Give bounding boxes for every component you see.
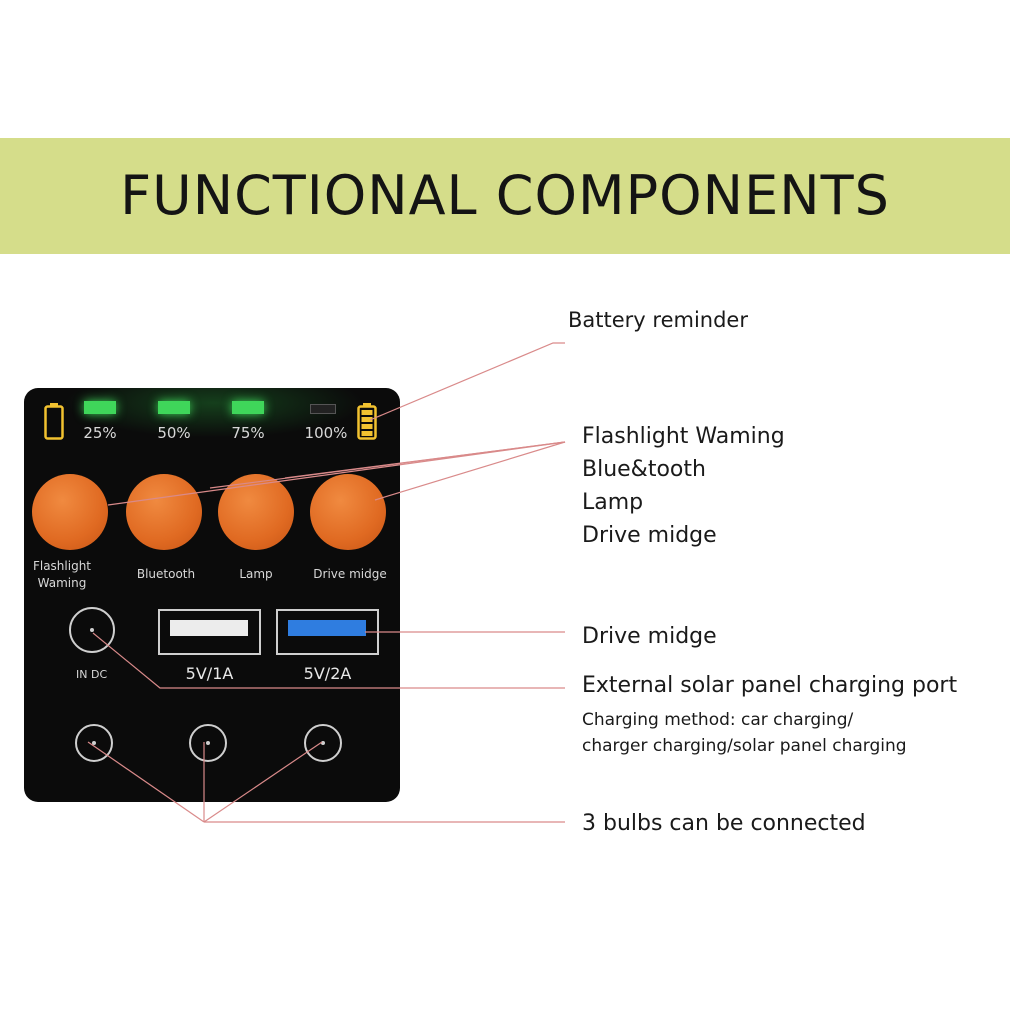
charging-method-line-2: charger charging/solar panel charging [582,736,907,756]
usb-port-1a[interactable] [158,609,261,655]
battery-full-icon [357,403,377,440]
flashlight-button-label: Flashlight Waming [32,559,92,590]
battery-pct-100: 100% [304,424,348,442]
usb-port-2a[interactable] [276,609,379,655]
function-label-drive-midge: Drive midge [582,523,717,548]
led-25 [84,401,116,414]
drive-midge-button-label: Drive midge [313,567,387,581]
usb-2a-label: 5V/2A [303,664,352,683]
usb-annotation: Drive midge [582,624,717,649]
led-100 [310,404,336,414]
bulbs-annotation: 3 bulbs can be connected [582,811,866,836]
dc-input-port[interactable] [69,607,115,653]
led-50 [158,401,190,414]
battery-reminder-label: Battery reminder [568,308,748,332]
battery-pct-25: 25% [83,424,117,442]
function-label-lamp: Lamp [582,490,644,515]
bulb-port-2[interactable] [189,724,227,762]
flashlight-button[interactable] [32,474,108,550]
bulb-port-3[interactable] [304,724,342,762]
page-title: FUNCTIONAL COMPONENTS [120,164,890,227]
drive-midge-button[interactable] [310,474,386,550]
usb-1a-label: 5V/1A [185,664,234,683]
battery-empty-icon [44,403,64,440]
battery-pct-50: 50% [157,424,191,442]
battery-pct-75: 75% [231,424,265,442]
lamp-button-label: Lamp [239,567,273,581]
bluetooth-button-label: Bluetooth [136,567,196,581]
solar-port-annotation: External solar panel charging port [582,673,958,698]
bulb-port-1[interactable] [75,724,113,762]
function-label-bluetooth: Blue&tooth [582,457,706,482]
function-label-flashlight: Flashlight Waming [582,424,785,449]
bluetooth-button[interactable] [126,474,202,550]
dc-port-label: IN DC [76,668,108,681]
title-banner: FUNCTIONAL COMPONENTS [0,138,1010,254]
led-75 [232,401,264,414]
lamp-button[interactable] [218,474,294,550]
charging-method-line-1: Charging method: car charging/ [582,710,854,730]
control-panel: 25% 50% 75% 100% Flashlight Waming Bluet… [24,388,400,802]
